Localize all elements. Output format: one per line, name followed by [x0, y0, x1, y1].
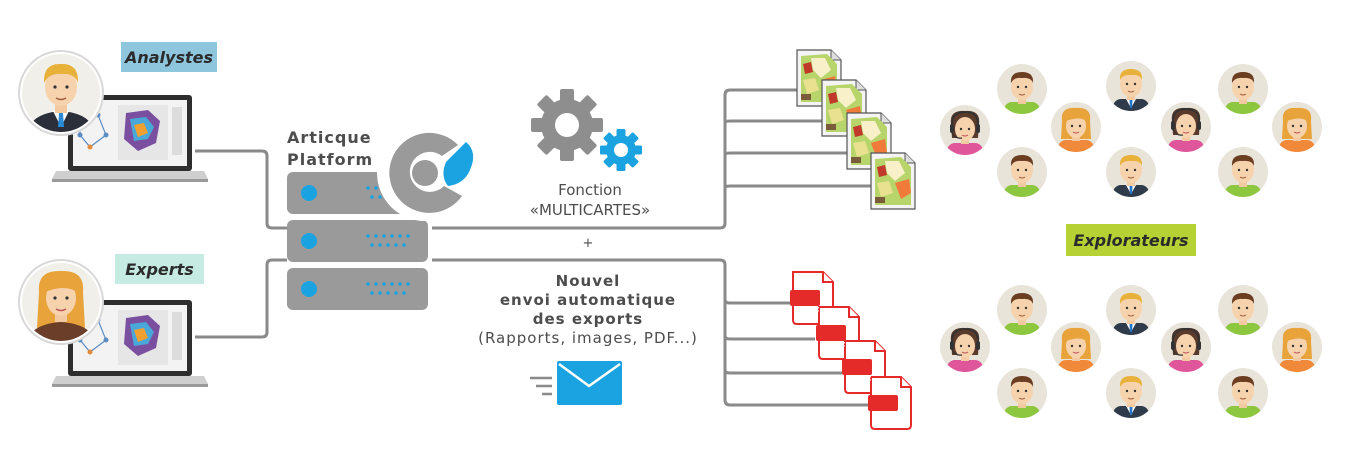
analystes-tag: Analystes: [121, 42, 217, 72]
pdf-label: PDF: [795, 305, 820, 318]
expert-avatar: [18, 259, 104, 345]
fonction-label: Fonction «MULTICARTES»: [500, 180, 680, 220]
platform-label: Articque Platform: [287, 127, 397, 171]
pdf-label: PDF: [847, 374, 872, 387]
envoi-label: Nouvel envoi automatique des exports (Ra…: [463, 272, 713, 348]
explorateurs-label: Explorateurs: [1073, 230, 1189, 250]
envoi-line3: des exports: [532, 310, 644, 328]
experts-label: Experts: [125, 259, 194, 279]
map-document: [870, 152, 916, 210]
pdf-label: PDF: [873, 410, 898, 423]
fonction-line1: Fonction: [558, 181, 622, 199]
explorer-group-top: [940, 61, 1322, 201]
explorer-group-bottom: [940, 285, 1322, 422]
gear-icon: [531, 89, 642, 171]
map-connectors: [432, 88, 872, 230]
envoi-line1: Nouvel: [555, 272, 621, 290]
platform-line1: Articque: [287, 128, 372, 147]
fonction-line2: «MULTICARTES»: [529, 201, 651, 219]
envoi-line4: (Rapports, images, PDF...): [478, 329, 698, 347]
plus-sign: +: [582, 236, 594, 251]
pdf-connectors: [432, 258, 868, 407]
left-connectors: [195, 149, 287, 339]
envelope-icon: [530, 361, 622, 405]
platform-line2: Platform: [287, 150, 374, 169]
experts-tag: Experts: [115, 254, 204, 284]
analystes-label: Analystes: [124, 47, 214, 67]
analyst-avatar: [18, 50, 104, 136]
articque-logo: [377, 125, 474, 221]
pdf-label: PDF: [821, 340, 846, 353]
explorateurs-tag: Explorateurs: [1066, 224, 1196, 256]
envoi-line2: envoi automatique: [499, 291, 677, 309]
